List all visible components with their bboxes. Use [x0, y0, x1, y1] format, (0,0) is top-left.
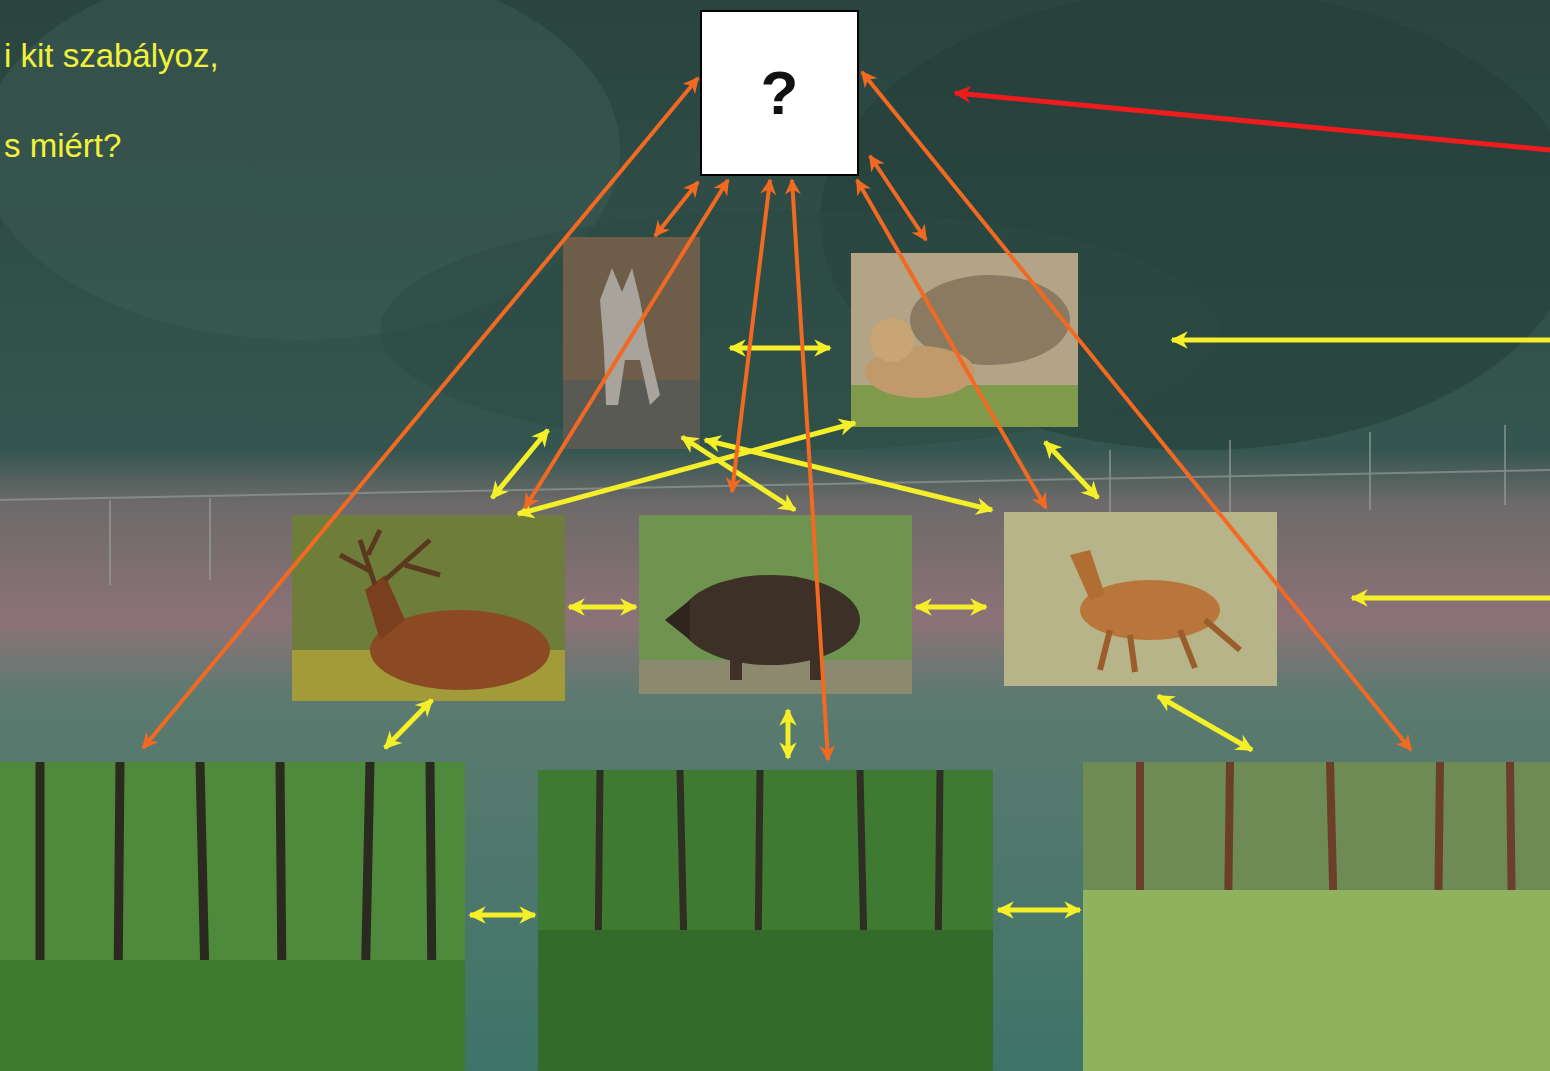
- red-deer-photo: [292, 515, 565, 701]
- fence-post: [1109, 450, 1111, 520]
- regulation-arrow: [732, 180, 770, 492]
- pointer-arrows: [1172, 340, 1550, 598]
- photo-ground: [292, 515, 565, 701]
- node-text: ?: [761, 62, 799, 124]
- photo-ground: [639, 515, 912, 694]
- interaction-arrow: [786, 710, 791, 758]
- interaction-arrow: [569, 605, 636, 610]
- roe-legs: [1100, 620, 1240, 672]
- regulation-arrow: [143, 78, 698, 748]
- roe-neck: [1070, 550, 1105, 600]
- regulation-arrow: [655, 182, 698, 236]
- undergrowth: [0, 960, 465, 1071]
- fence-post: [1229, 440, 1231, 515]
- question-box: ?: [700, 10, 859, 176]
- trunk: [280, 762, 282, 985]
- interaction-arrow: [998, 908, 1080, 913]
- fence-post: [1369, 432, 1371, 510]
- roe-deer-photo: [1004, 512, 1277, 686]
- interaction-arrow: [470, 913, 535, 918]
- fence-post: [209, 498, 211, 580]
- trunk: [860, 770, 864, 950]
- deer-neck: [365, 575, 405, 640]
- fence-post: [109, 500, 111, 585]
- pointer-arrow: [1172, 338, 1550, 343]
- regulation-arrow: [870, 156, 926, 240]
- undergrowth: [1083, 890, 1550, 1071]
- regulation-arrow: [857, 180, 1046, 508]
- boar-snout: [665, 600, 690, 640]
- trunk: [430, 762, 432, 990]
- trunk: [200, 762, 205, 980]
- question-text: i kit szabályoz,: [4, 38, 219, 74]
- lynx-head: [870, 318, 914, 362]
- interaction-arrow: [916, 605, 986, 610]
- interaction-arrow: [705, 440, 992, 510]
- interaction-arrow: [385, 700, 432, 748]
- regulation-arrow: [792, 180, 828, 760]
- lynx-photo: [851, 253, 1078, 427]
- regulation-arrow: [862, 72, 1411, 750]
- pointer-arrow: [1352, 596, 1550, 601]
- antlers: [340, 530, 440, 585]
- interaction-arrow: [730, 346, 830, 351]
- fence-post: [1504, 425, 1506, 505]
- wolf-photo: [563, 237, 700, 449]
- forest-photo: [1083, 762, 1550, 1071]
- pointer-arrow: [955, 93, 1550, 150]
- forest-photo: [538, 770, 993, 1071]
- trunk: [758, 770, 760, 955]
- trunk: [680, 770, 684, 950]
- trunk: [118, 762, 120, 990]
- regulation-arrow: [525, 180, 728, 508]
- photo-ground: [1004, 512, 1277, 686]
- boar-photo: [639, 515, 912, 694]
- boar-body: [680, 575, 860, 665]
- boar-leg: [730, 650, 742, 680]
- undergrowth: [538, 930, 993, 1071]
- question-text: s miért?: [4, 128, 121, 164]
- photo-ground: [0, 762, 465, 1071]
- photo-ground: [1083, 762, 1550, 1071]
- interaction-arrow: [1158, 696, 1252, 750]
- forest-photo: [0, 762, 465, 1071]
- photo-ground: [563, 237, 700, 449]
- interaction-arrow: [1045, 442, 1098, 498]
- photo-ground: [538, 770, 993, 1071]
- water: [639, 660, 912, 694]
- photo-ground: [851, 253, 1078, 427]
